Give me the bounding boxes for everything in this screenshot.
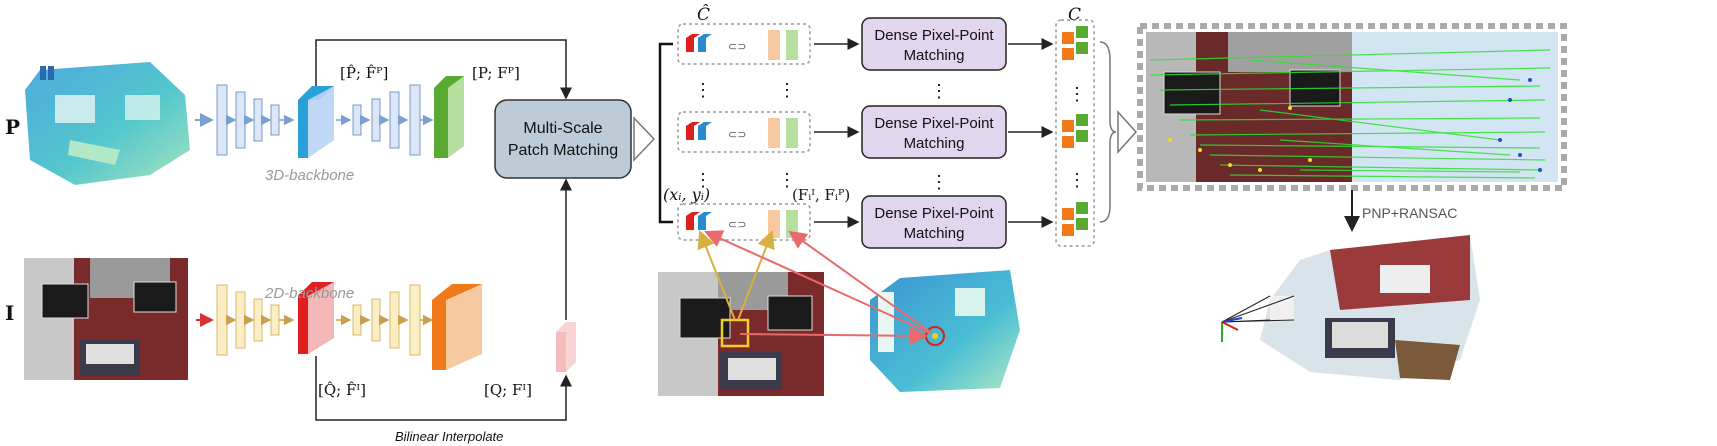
correspondence-container [1055, 19, 1095, 247]
link-icon: ⊂⊃ [728, 41, 746, 53]
ellipsis-dense-2: ⋮ [930, 172, 948, 193]
example-point-cloud [870, 270, 1020, 392]
dense-matching-label: Dense Pixel-Point [874, 205, 994, 222]
coarse-skip-arrow [315, 39, 572, 100]
dense-matching-box-2: Dense Pixel-Point Matching [861, 105, 1007, 159]
patch-matching-block: Multi-Scale Patch Matching [494, 99, 632, 179]
input-point-cloud [25, 62, 190, 185]
backbone-2d-encoder [216, 284, 295, 356]
feat-3d-fine-label: [P; Fᴾ] [472, 64, 520, 82]
patch-coord-label: (xᵢ, yᵢ) [663, 185, 710, 204]
patch-matching-line1: Multi-Scale [523, 120, 602, 137]
chevron-right-icon [633, 116, 656, 162]
backbone-3d-encoder [216, 84, 295, 156]
feat-2d-coarse-label: [Q̂; F̂ᴵ] [318, 381, 366, 399]
ellipsis-2a: ⋮ [694, 170, 712, 191]
pose-label: PNP+RANSAC [1362, 205, 1457, 221]
link-icon: ⊂⊃ [728, 219, 746, 231]
patch-row-2: ⊂⊃ [677, 111, 811, 153]
correspondence-set-label: C [1068, 5, 1081, 25]
bilinear-arrow [315, 356, 572, 421]
patch-row-3: ⊂⊃ [677, 203, 811, 241]
correspondence-brace [1099, 41, 1117, 223]
link-icon: ⊂⊃ [728, 129, 746, 141]
feat-3d-coarse-label: [P̂; F̂ᴾ] [340, 64, 388, 82]
input-image [24, 258, 188, 380]
ellipsis-corr-1: ⋮ [1068, 84, 1086, 105]
coarse-3d-feature [298, 86, 334, 158]
backbone-2d-label: 2D-backbone [264, 285, 354, 302]
dense-matching-box-1: Dense Pixel-Point Matching [861, 17, 1007, 71]
dense-matching-label: Matching [904, 225, 965, 242]
dense-matching-label: Dense Pixel-Point [874, 115, 994, 132]
correspondence-cubes: ⋮ ⋮ [1062, 26, 1088, 236]
bilinear-label: Bilinear Interpolate [395, 429, 503, 444]
patch-bracket [658, 42, 673, 224]
point-cloud-symbol: P [5, 115, 20, 139]
ellipsis-1a: ⋮ [694, 80, 712, 101]
coarse-2d-feature [298, 282, 334, 354]
image-symbol: I [5, 301, 14, 325]
ellipsis-2b: ⋮ [778, 170, 796, 191]
feat-2d-fine-label: [Q; Fᴵ] [484, 381, 532, 399]
chevron-right-icon [1117, 110, 1138, 154]
backbone-2d-decoder [336, 284, 434, 356]
dense-matching-label: Dense Pixel-Point [874, 27, 994, 44]
patch-point-feature-arrow [788, 230, 931, 333]
patch-image-feature-arrow [737, 230, 775, 321]
pose-result-scene [1221, 235, 1480, 380]
fine-3d-feature [434, 76, 464, 158]
ellipsis-dense-1: ⋮ [930, 81, 948, 102]
patch-point-arrow [704, 230, 933, 335]
fine-2d-feature [432, 284, 482, 370]
match-visualization [1137, 23, 1567, 191]
backbone-3d-decoder [336, 84, 434, 156]
dense-matching-label: Matching [904, 135, 965, 152]
interpolated-2d-feature [556, 322, 576, 372]
dense-matching-label: Matching [904, 47, 965, 64]
ellipsis-corr-2: ⋮ [1068, 170, 1086, 191]
patch-feature-label: (Fᵢᴵ, Fᵢᴾ) [792, 186, 850, 204]
image-to-point-arrow [739, 326, 928, 345]
ellipsis-1b: ⋮ [778, 80, 796, 101]
patch-set-label: Ĉ [697, 4, 710, 25]
backbone-3d-label: 3D-backbone [265, 167, 354, 184]
patch-matching-line2: Patch Matching [508, 142, 618, 159]
dense-matching-box-3: Dense Pixel-Point Matching [861, 195, 1007, 249]
patch-row-1: ⊂⊃ [677, 23, 811, 65]
